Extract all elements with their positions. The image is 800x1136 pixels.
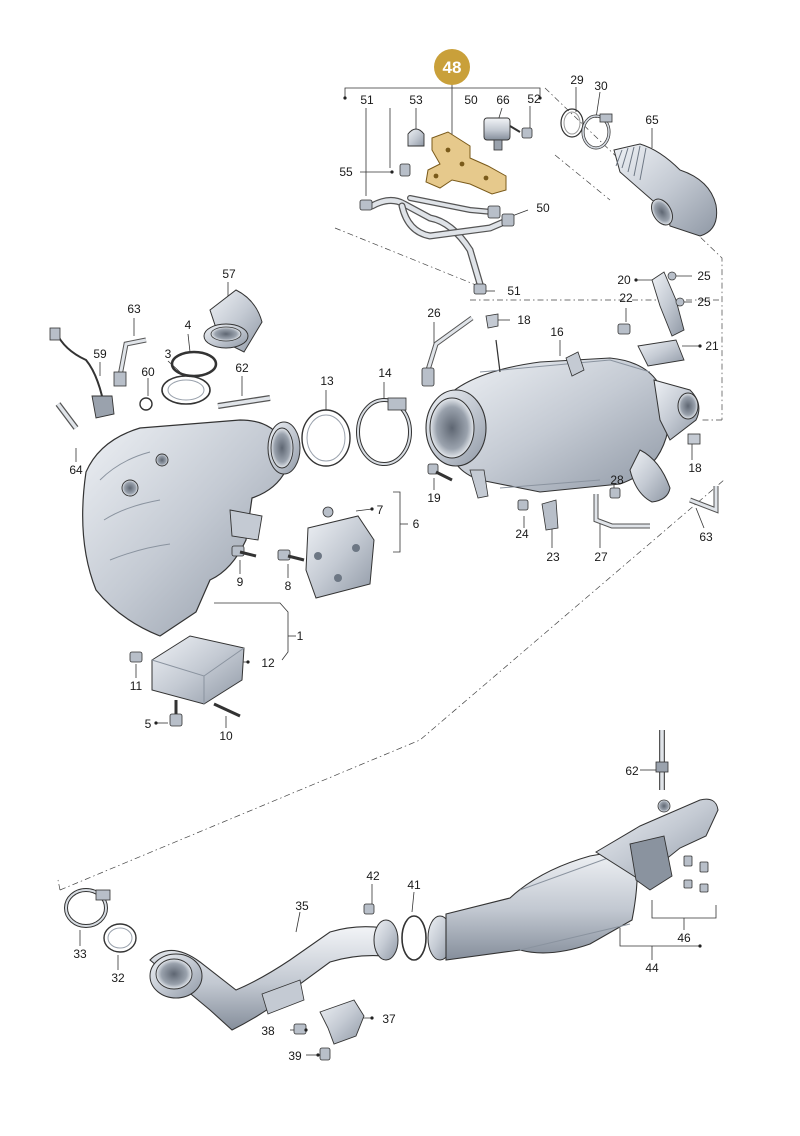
sensor-26 — [421, 315, 474, 387]
callout-65: 65 — [645, 113, 659, 127]
callout-5: 5 — [145, 717, 152, 731]
callout-62: 62 — [235, 361, 249, 375]
callout-57: 57 — [222, 267, 236, 281]
front-pipe-35 — [149, 926, 385, 1031]
pipe-27-28 — [593, 487, 650, 529]
flex-pipe-65 — [613, 143, 718, 237]
callout-38: 38 — [261, 1024, 275, 1038]
callout-6: 6 — [413, 517, 420, 531]
pressure-sensor — [483, 117, 521, 151]
callout-10: 10 — [219, 729, 233, 743]
heat-shield-12 — [151, 635, 245, 705]
bracket-20-22-21 — [617, 271, 685, 367]
sensor-62-left — [217, 395, 271, 409]
gasket-3-4 — [161, 350, 218, 405]
callout-22: 22 — [619, 291, 633, 305]
bracket-18-right — [687, 433, 701, 445]
callout-63: 63 — [127, 302, 141, 316]
callout-66: 66 — [496, 93, 510, 107]
callout-39: 39 — [288, 1049, 302, 1063]
callout-11: 11 — [130, 679, 143, 693]
flange-41-42 — [363, 903, 453, 961]
callout-53: 53 — [409, 93, 423, 107]
callout-4: 4 — [185, 318, 192, 332]
callout-50-lower: 50 — [536, 201, 550, 215]
pipe-fittings — [359, 127, 533, 295]
bracket-6 — [305, 506, 375, 599]
callout-16: 16 — [550, 325, 564, 339]
bolts-46 — [683, 855, 709, 893]
callout-7: 7 — [377, 503, 384, 517]
sensor-pipes — [368, 195, 508, 288]
bolts-19-24-23 — [427, 463, 559, 531]
particulate-filter-16 — [425, 351, 700, 503]
callout-28: 28 — [610, 473, 624, 487]
gasket-13 — [301, 409, 351, 467]
callout-33: 33 — [73, 947, 87, 961]
callout-52: 52 — [527, 92, 541, 106]
callout-44: 44 — [645, 961, 659, 975]
callout-13: 13 — [320, 374, 334, 388]
callout-42: 42 — [366, 869, 380, 883]
callout-26: 26 — [427, 306, 441, 320]
clip-60 — [139, 397, 153, 411]
callout-24: 24 — [515, 527, 529, 541]
callout-27: 27 — [594, 550, 608, 564]
callout-35: 35 — [295, 899, 309, 913]
callout-30: 30 — [594, 79, 608, 93]
callout-9: 9 — [237, 575, 244, 589]
highlight-badge-48: 48 — [434, 49, 470, 85]
elbow-57 — [203, 289, 263, 353]
callout-14: 14 — [378, 366, 392, 380]
sensor-64 — [55, 402, 79, 430]
hose-clip-53 — [407, 128, 425, 147]
clamp-14 — [356, 397, 412, 466]
callout-29: 29 — [570, 73, 584, 87]
callout-37: 37 — [382, 1012, 396, 1026]
callout-50: 50 — [464, 93, 478, 107]
callout-8: 8 — [285, 579, 292, 593]
callout-23: 23 — [546, 550, 560, 564]
callout-20: 20 — [617, 273, 631, 287]
callout-51-lower: 51 — [507, 284, 521, 298]
callout-64: 64 — [69, 463, 83, 477]
callout-21: 21 — [705, 339, 719, 353]
callout-32: 32 — [111, 971, 125, 985]
callout-63-right: 63 — [699, 530, 713, 544]
catalytic-converter-housing — [82, 419, 301, 637]
callout-19: 19 — [427, 491, 441, 505]
sensor-59-wiring — [49, 327, 115, 419]
bracket-18-top — [485, 313, 501, 373]
clamp-29 — [560, 108, 584, 138]
pressure-sensor-bracket — [425, 131, 507, 195]
sensor-63-left — [113, 337, 147, 387]
callout-18: 18 — [517, 313, 531, 327]
bolts-8-9 — [231, 545, 305, 562]
nut-11-bolt-5-bolt-10 — [129, 651, 241, 727]
clamp-30 — [581, 113, 613, 150]
sensor-62-lower — [655, 730, 669, 790]
callout-46: 46 — [677, 931, 691, 945]
callout-41: 41 — [407, 878, 421, 892]
callout-55: 55 — [339, 165, 353, 179]
callout-3: 3 — [165, 347, 172, 361]
callout-18-right: 18 — [688, 461, 702, 475]
callout-60: 60 — [141, 365, 155, 379]
muffler-44 — [445, 798, 719, 961]
sensor-63-right — [689, 486, 719, 514]
callout-59: 59 — [93, 347, 107, 361]
clamp-33-gasket-32 — [64, 888, 137, 953]
callout-62-lower: 62 — [625, 764, 639, 778]
callout-1: 1 — [297, 629, 304, 643]
callout-51: 51 — [360, 93, 374, 107]
leader-dots — [154, 96, 702, 1057]
part-labels: 51 53 50 66 52 29 30 65 55 50 20 25 22 2… — [69, 73, 719, 1063]
callout-25: 25 — [697, 269, 711, 283]
callout-25-lower: 25 — [697, 295, 711, 309]
badge-label: 48 — [443, 58, 462, 77]
callout-12: 12 — [261, 656, 275, 670]
